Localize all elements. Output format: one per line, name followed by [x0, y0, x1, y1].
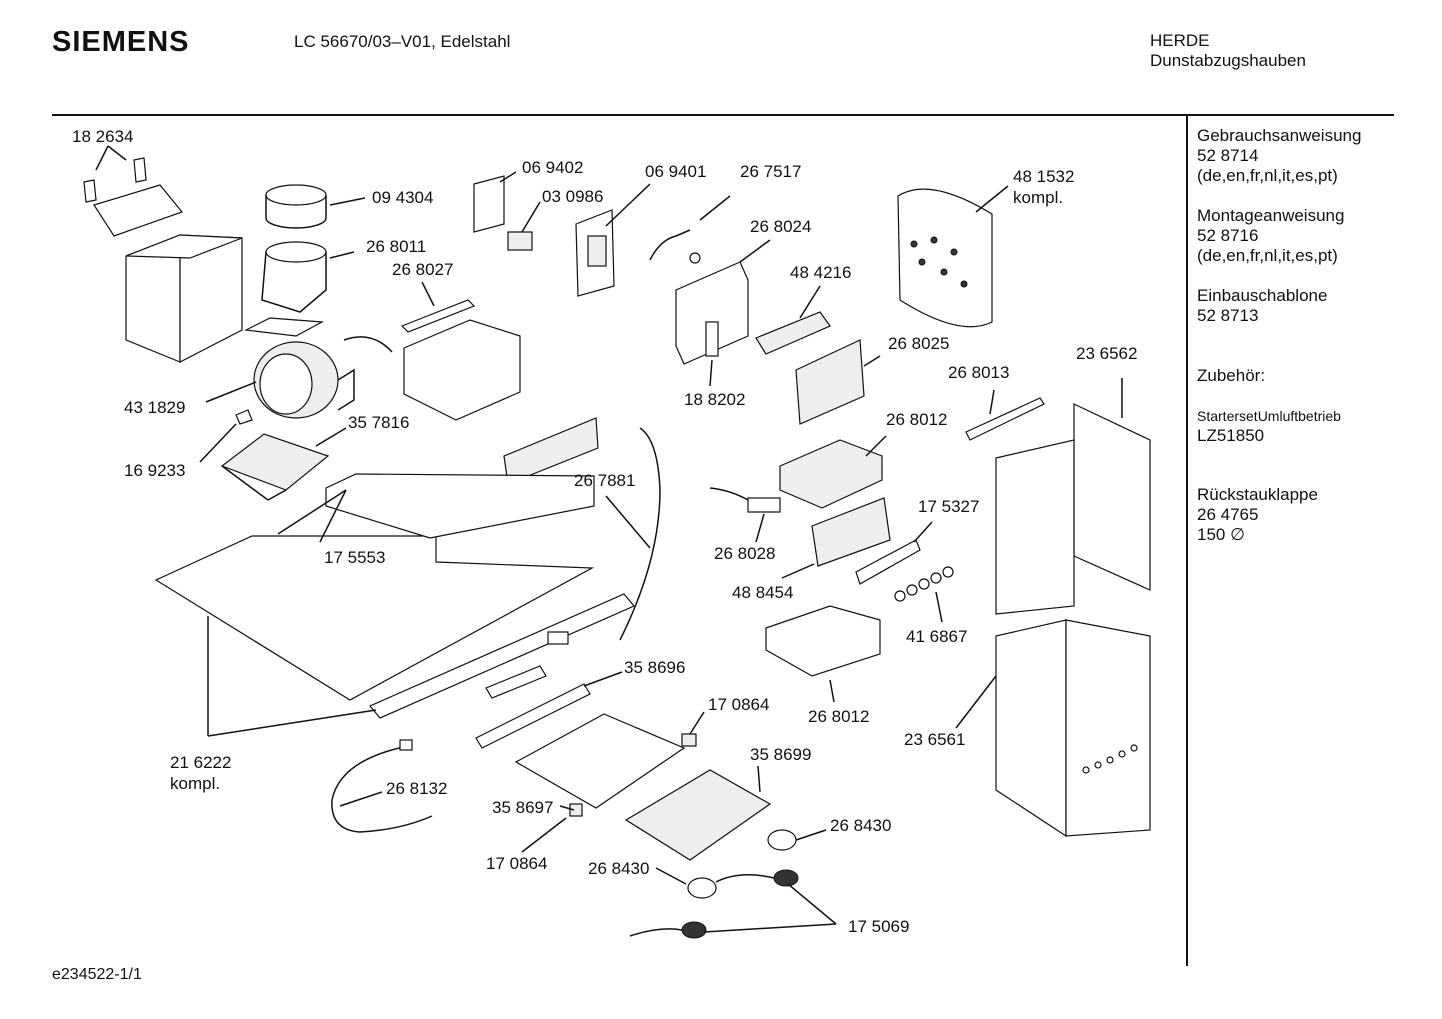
control-panel-drawing — [811, 497, 954, 602]
sidebar-item-number: 52 8716 — [1197, 226, 1259, 245]
part-labels: 18 2634 09 4304 26 8011 26 8027 06 9402 … — [72, 127, 1137, 936]
part-label: 06 9401 — [645, 162, 706, 181]
sidebar-item-title: StartersetUmluftbetrieb — [1197, 408, 1341, 424]
part-label: 18 8202 — [684, 390, 745, 409]
sidebar-divider — [1186, 114, 1188, 966]
part-label: 26 8430 — [830, 816, 891, 835]
hood-body-drawing — [154, 473, 595, 701]
part-label: 17 0864 — [708, 695, 769, 714]
part-label: 48 4216 — [790, 263, 851, 282]
grease-filter-drawing — [624, 769, 772, 861]
cover-drawing — [675, 261, 749, 365]
sidebar-item-number: 26 4765 — [1197, 505, 1259, 524]
sidebar-item-starterset: StartersetUmluftbetrieb LZ51850 — [1197, 406, 1341, 446]
sidebar-item-title: Rückstauklappe — [1197, 485, 1318, 504]
part-label: 35 8696 — [624, 658, 685, 677]
part-label: 03 0986 — [542, 187, 603, 206]
part-label: 26 8028 — [714, 544, 775, 563]
sidebar-item-number: 52 8714 — [1197, 146, 1259, 165]
part-label: 26 7517 — [740, 162, 801, 181]
sidebar-item-title: Montageanweisung — [1197, 206, 1345, 225]
sidebar-item-number: LZ51850 — [1197, 426, 1265, 445]
part-label: 23 6561 — [904, 730, 965, 749]
part-label: 48 8454 — [732, 583, 793, 602]
sidebar-item-languages: (de,en,fr,nl,it,es,pt) — [1197, 246, 1338, 265]
sidebar-item-rueckstauklappe: Rückstauklappe 26 4765 150 ∅ — [1197, 485, 1318, 545]
part-label: 18 2634 — [72, 127, 133, 146]
exploded-parts-diagram: 18 2634 09 4304 26 8011 26 8027 06 9402 … — [72, 127, 1151, 939]
part-label: 09 4304 — [372, 188, 433, 207]
category-label: HERDE — [1150, 31, 1210, 50]
part-label: 26 8132 — [386, 779, 447, 798]
cable-drawing — [331, 739, 433, 833]
lamp-drawing — [629, 829, 799, 939]
subcategory-label: Dunstabzugshauben — [1150, 51, 1306, 70]
part-label: 26 8025 — [888, 334, 949, 353]
part-label: 43 1829 — [124, 398, 185, 417]
bracket-drawing — [400, 299, 599, 485]
header-divider — [52, 114, 1394, 116]
part-label: 21 6222 — [170, 753, 231, 772]
light-assembly-drawing — [475, 665, 697, 817]
capacitor-drawing — [755, 311, 831, 355]
sidebar-item-zubehoer: Zubehör: — [1197, 366, 1265, 386]
part-label: 26 8012 — [808, 707, 869, 726]
tube-drawing — [369, 427, 661, 719]
panel-drawing — [795, 339, 865, 425]
sidebar-item-montageanweisung: Montageanweisung 52 8716 (de,en,fr,nl,it… — [1197, 206, 1344, 266]
back-panel-drawing — [125, 234, 243, 363]
fan-motor-drawing — [243, 317, 393, 419]
sidebar-item-title: Einbauschablone — [1197, 286, 1328, 305]
part-label: 17 5069 — [848, 917, 909, 936]
leader-lines — [95, 145, 1123, 933]
sidebar-item-title: Gebrauchsanweisung — [1197, 126, 1362, 145]
part-label: 48 1532 — [1013, 167, 1074, 186]
part-label: 16 9233 — [124, 461, 185, 480]
part-label: 17 5553 — [324, 548, 385, 567]
part-label: 26 8013 — [948, 363, 1009, 382]
hood-cover-drawing — [897, 188, 993, 328]
part-label: 26 8430 — [588, 859, 649, 878]
sidebar-item-gebrauchsanweisung: Gebrauchsanweisung 52 8714 (de,en,fr,nl,… — [1197, 126, 1361, 186]
sidebar-item-extra: 150 ∅ — [1197, 525, 1245, 544]
part-label: 26 7881 — [574, 471, 635, 490]
part-label: 35 7816 — [348, 413, 409, 432]
part-label: 26 8024 — [750, 217, 811, 236]
duct-ring-drawing — [261, 184, 327, 313]
model-title: LC 56670/03–V01, Edelstahl — [294, 32, 511, 51]
control-box-drawing — [473, 175, 701, 297]
part-label: 35 8697 — [492, 798, 553, 817]
drawing-code: e234522-1/1 — [52, 966, 142, 983]
electronics-box-drawing — [709, 439, 883, 513]
part-label: 26 8011 — [366, 237, 426, 256]
part-label: 35 8699 — [750, 745, 811, 764]
sidebar-item-einbauschablone: Einbauschablone 52 8713 — [1197, 286, 1327, 326]
sidebar-item-number: 52 8713 — [1197, 306, 1259, 325]
part-label: 26 8012 — [886, 410, 947, 429]
part-label: 17 0864 — [486, 854, 547, 873]
part-label: 26 8027 — [392, 260, 453, 279]
rail-drawing — [965, 397, 1045, 441]
mounting-bracket-drawing — [83, 157, 184, 237]
part-label: 06 9402 — [522, 158, 583, 177]
filter-drawing — [220, 409, 330, 501]
part-label: 17 5327 — [918, 497, 979, 516]
part-label: 23 6562 — [1076, 344, 1137, 363]
part-label: kompl. — [1013, 188, 1063, 207]
sidebar-item-title: Zubehör: — [1197, 366, 1266, 385]
part-label: 41 6867 — [906, 627, 967, 646]
chimney-drawing — [995, 403, 1151, 838]
part-label: kompl. — [170, 774, 220, 793]
brand-logo: SIEMENS — [52, 26, 190, 58]
lower-tray-drawing — [765, 605, 881, 677]
sidebar-item-languages: (de,en,fr,nl,it,es,pt) — [1197, 166, 1338, 185]
